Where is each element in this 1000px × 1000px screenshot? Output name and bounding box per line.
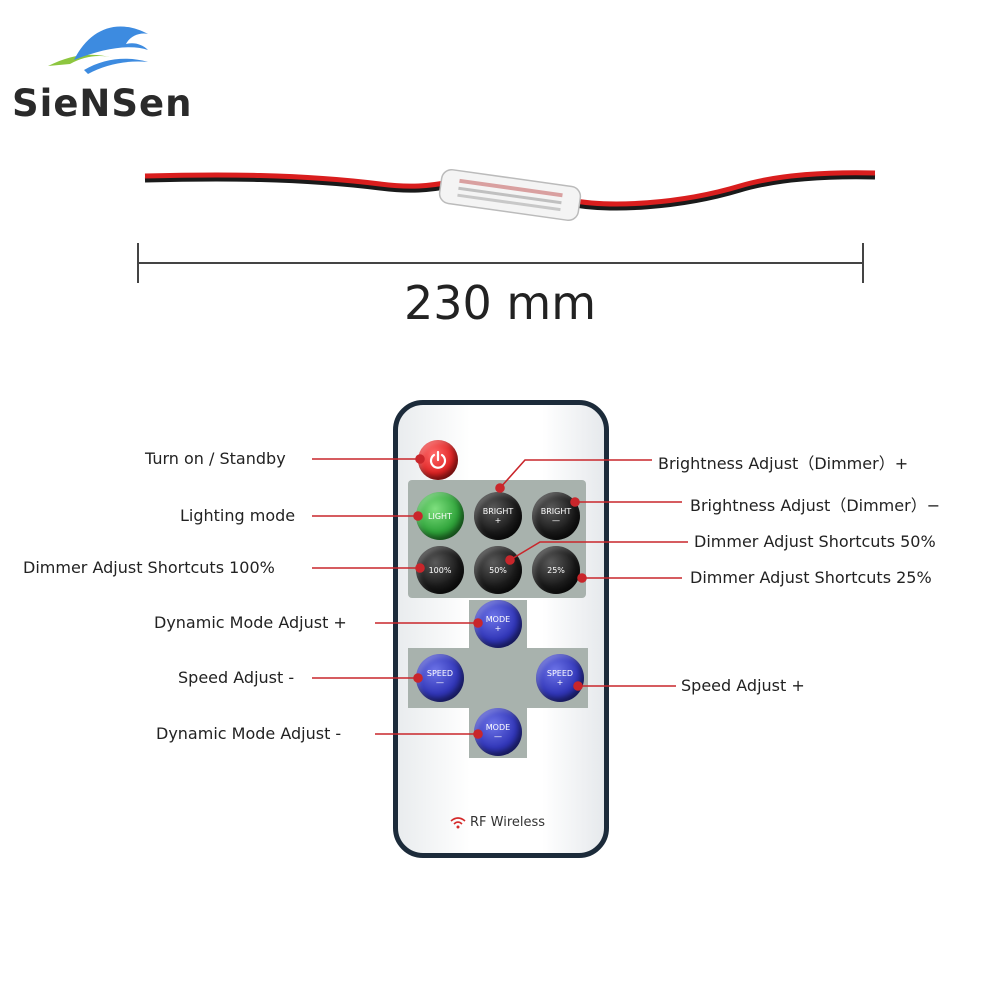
speed-plus-label: SPEED — [546, 669, 574, 678]
rf-wireless-text: RF Wireless — [470, 815, 546, 830]
mode-minus-button[interactable]: MODE — — [474, 708, 522, 756]
mode-plus-sign: + — [494, 624, 502, 633]
dimension-line — [137, 243, 864, 283]
callout-dynamic-plus: Dynamic Mode Adjust + — [154, 613, 347, 632]
bright-minus-sign: — — [552, 516, 560, 525]
speed-plus-sign: + — [556, 678, 564, 687]
callout-dynamic-minus: Dynamic Mode Adjust - — [156, 724, 342, 743]
callout-bright-plus: Brightness Adjust（Dimmer）+ — [658, 454, 909, 473]
bright-plus-label: BRIGHT — [482, 507, 514, 516]
bright-plus-sign: + — [494, 516, 502, 525]
light-button-label: LIGHT — [428, 511, 452, 521]
brand-logo-icon — [48, 26, 148, 74]
speed-minus-button[interactable]: SPEED — — [416, 654, 464, 702]
led-controller-cable-image — [144, 168, 876, 222]
speed-minus-label: SPEED — [426, 669, 454, 678]
callout-lighting-mode: Lighting mode — [180, 506, 296, 525]
callout-dimmer-25: Dimmer Adjust Shortcuts 25% — [690, 568, 932, 587]
bright-plus-button[interactable]: BRIGHT + — [474, 492, 522, 540]
bright-minus-label: BRIGHT — [540, 507, 572, 516]
callout-turn-on: Turn on / Standby — [145, 449, 286, 468]
callout-dimmer-100: Dimmer Adjust Shortcuts 100% — [23, 558, 275, 577]
dim-100-label: 100% — [428, 565, 452, 575]
callout-speed-minus: Speed Adjust - — [178, 668, 295, 687]
callout-dimmer-50: Dimmer Adjust Shortcuts 50% — [694, 532, 936, 551]
dim-25-button[interactable]: 25% — [532, 546, 580, 594]
speed-minus-sign: — — [436, 678, 444, 687]
speed-plus-button[interactable]: SPEED + — [536, 654, 584, 702]
brand-name: SieNSen — [12, 82, 193, 125]
rf-wireless-label: RF Wireless — [450, 815, 545, 830]
mode-plus-label: MODE — [485, 615, 511, 624]
dim-100-button[interactable]: 100% — [416, 546, 464, 594]
power-button[interactable] — [418, 440, 458, 480]
dim-50-label: 50% — [489, 565, 507, 575]
dim-50-button[interactable]: 50% — [474, 546, 522, 594]
callout-bright-minus: Brightness Adjust（Dimmer）− — [690, 496, 941, 515]
dim-25-label: 25% — [547, 565, 565, 575]
bright-minus-button[interactable]: BRIGHT — — [532, 492, 580, 540]
callout-speed-plus: Speed Adjust + — [681, 676, 805, 695]
light-button[interactable]: LIGHT — [416, 492, 464, 540]
length-label: 230 mm — [403, 276, 597, 330]
mode-plus-button[interactable]: MODE + — [474, 600, 522, 648]
wifi-icon — [450, 816, 466, 828]
power-icon — [429, 450, 447, 469]
mode-minus-label: MODE — [485, 723, 511, 732]
mode-minus-sign: — — [494, 732, 502, 741]
